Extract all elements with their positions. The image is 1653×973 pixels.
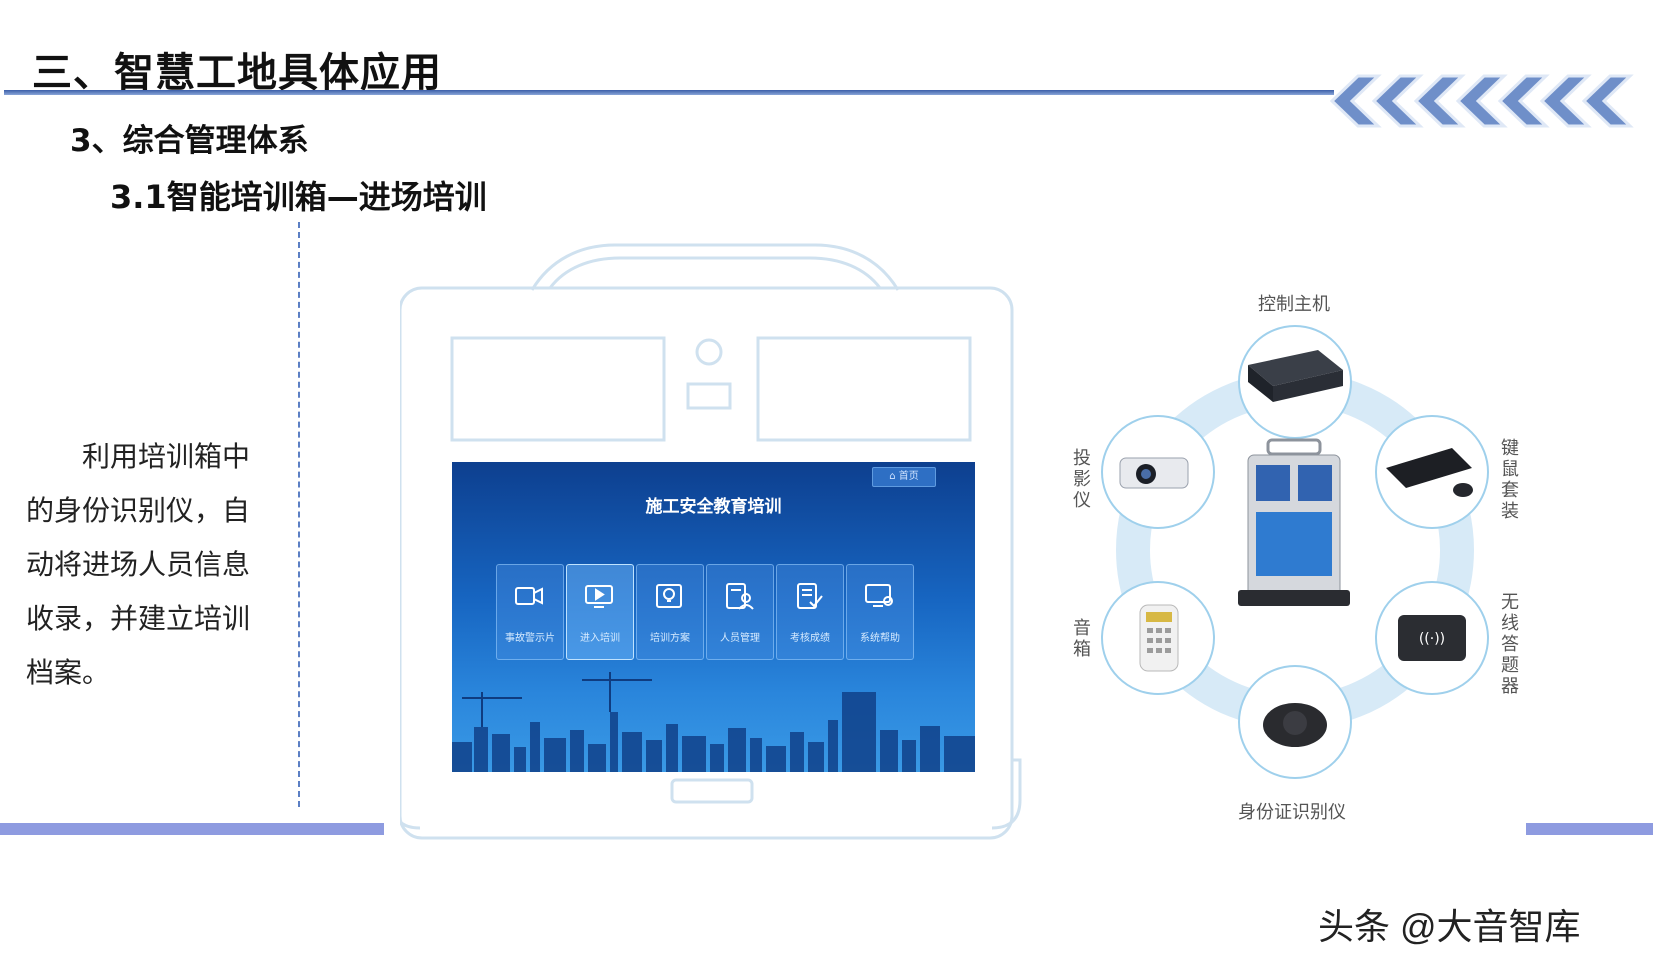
tile-system-help[interactable]: 系统帮助 [846,564,914,660]
tile-label: 系统帮助 [860,633,900,644]
label-keyboard-mouse: 键鼠套装 [1501,438,1519,522]
projector-icon [1119,457,1189,489]
tile-accident-warning[interactable]: 事故警示片 [496,564,564,660]
footer-bar-left [0,823,384,835]
keyboard-mouse-icon [1386,448,1473,497]
label-wireless-answer: 无线答题器 [1501,592,1519,697]
monitor-play-icon [585,585,613,608]
gear-monitor-icon [865,584,893,607]
label-control-host: 控制主机 [1258,294,1330,315]
home-button[interactable]: ⌂ 首页 [872,467,936,487]
tile-label: 进入培训 [580,633,620,644]
chevron-decoration-icon [1329,74,1634,128]
speaker-icon [1263,703,1327,747]
person-document-icon [726,583,754,610]
screen-title: 施工安全教育培训 [645,497,782,517]
tile-label: 人员管理 [720,633,760,644]
label-speaker: 音箱 [1073,618,1091,660]
answer-pad-icon [1139,604,1179,672]
checklist-icon [797,583,823,609]
tile-exam-scores[interactable]: 考核成绩 [776,564,844,660]
dashed-divider [298,222,300,807]
tile-enter-training[interactable]: 进入培训 [566,564,634,660]
tile-training-plan[interactable]: 培训方案 [636,564,704,660]
subsection-heading: 3.1智能培训箱—进场培训 [110,178,487,216]
city-skyline-illustration [452,672,975,772]
title-divider [4,90,1334,95]
card-reader-icon: ((·)) [1398,615,1466,661]
footer-bar-right [1526,823,1653,835]
component-ring-diagram: ((·)) [1101,325,1489,779]
page-title: 三、智慧工地具体应用 [32,50,442,96]
video-camera-icon [515,587,543,605]
watermark: 头条 @大音智库 [1318,906,1581,947]
description-text: 利用培训箱中的身份识别仪，自动将进场人员信息收录，并建立培训档案。 [26,440,251,689]
training-box-outline [400,243,1022,840]
control-host-icon [1248,350,1343,402]
tile-label: 培训方案 [650,633,690,644]
svg-text:((·)): ((·)) [1419,631,1445,647]
section-heading: 3、综合管理体系 [70,123,309,159]
label-projector: 投影仪 [1073,448,1091,511]
tile-label: 事故警示片 [505,633,555,644]
home-label: 首页 [898,471,919,482]
training-screen: 施工安全教育培训 ⌂ 首页 事故警示片 进入培训 培训方案 人员管理 考核成绩 … [452,462,975,772]
tile-label: 考核成绩 [790,633,830,644]
tile-personnel-management[interactable]: 人员管理 [706,564,774,660]
training-box-product-icon [1238,438,1350,606]
label-id-reader: 身份证识别仪 [1238,802,1346,823]
lightbulb-board-icon [656,584,682,608]
